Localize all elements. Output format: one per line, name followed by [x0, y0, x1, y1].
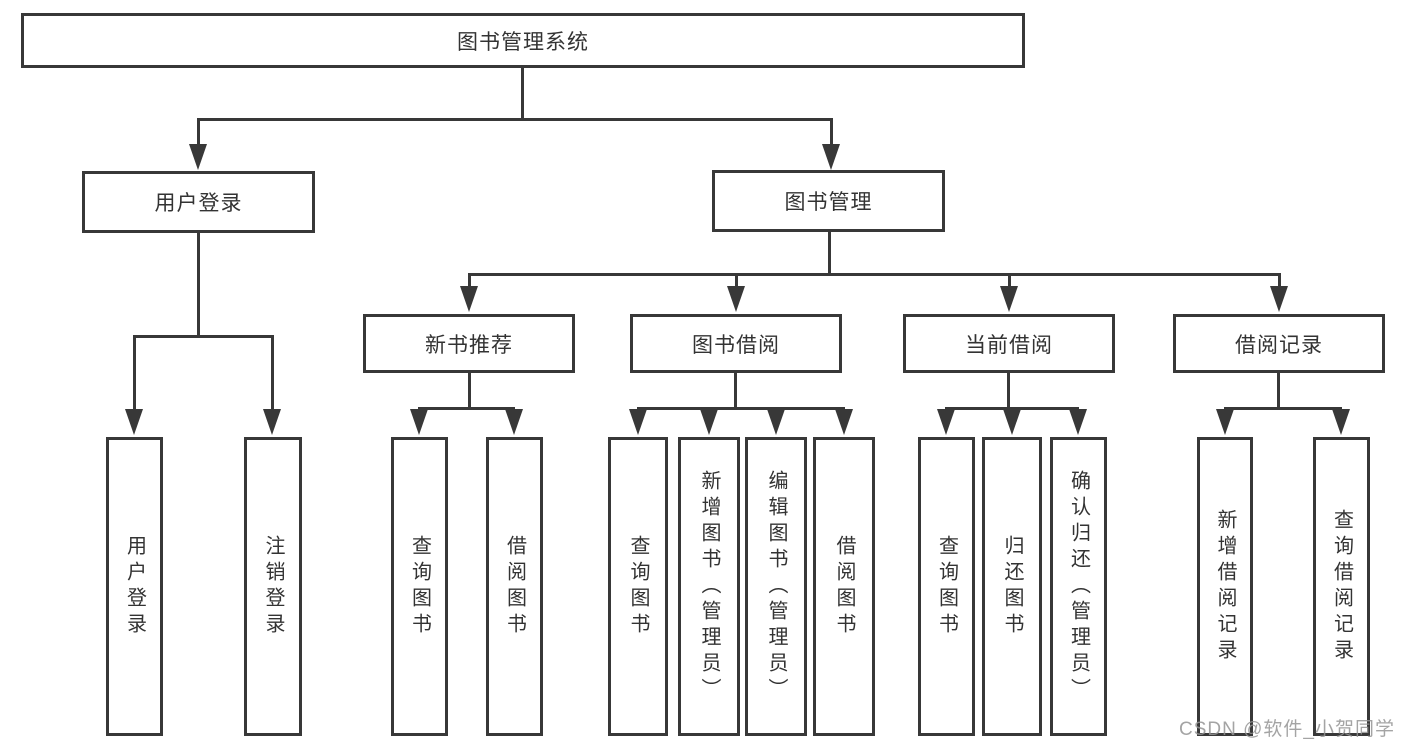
node-book-borrow: 图书借阅	[630, 314, 842, 373]
node-new-book-recommend: 新书推荐	[363, 314, 575, 373]
connector	[830, 118, 833, 152]
leaf-user-login: 用户登录	[106, 437, 163, 736]
connector	[945, 407, 1079, 410]
leaf-current-query-books: 查询图书	[918, 437, 975, 736]
arrow-down-icon	[1003, 409, 1021, 435]
connector	[197, 118, 200, 152]
connector	[1224, 407, 1342, 410]
node-book-management: 图书管理	[712, 170, 945, 232]
connector	[468, 273, 1281, 276]
connector	[521, 68, 524, 118]
arrow-down-icon	[1216, 409, 1234, 435]
leaf-borrow-query-books: 查询图书	[608, 437, 668, 736]
connector	[1278, 273, 1281, 293]
leaf-recommend-borrow-books: 借阅图书	[486, 437, 543, 736]
arrow-down-icon	[1270, 286, 1288, 312]
arrow-down-icon	[1000, 286, 1018, 312]
node-current-borrow: 当前借阅	[903, 314, 1115, 373]
leaf-borrow-edit-books-admin: 编辑图书（管理员）	[745, 437, 807, 736]
arrow-down-icon	[263, 409, 281, 435]
arrow-down-icon	[1069, 409, 1087, 435]
csdn-watermark: CSDN @软件_小贺同学	[1179, 719, 1395, 740]
leaf-records-query-record: 查询借阅记录	[1313, 437, 1370, 736]
arrow-down-icon	[460, 286, 478, 312]
connector	[637, 407, 845, 410]
connector	[828, 232, 831, 273]
connector	[197, 233, 200, 335]
connector	[1008, 273, 1011, 293]
connector	[418, 407, 515, 410]
connector	[734, 373, 737, 407]
leaf-borrow-borrow-books: 借阅图书	[813, 437, 875, 736]
connector	[1277, 373, 1280, 407]
leaf-borrow-add-books-admin: 新增图书（管理员）	[678, 437, 740, 736]
arrow-down-icon	[189, 144, 207, 170]
arrow-down-icon	[767, 409, 785, 435]
connector	[1007, 373, 1010, 407]
node-borrow-records: 借阅记录	[1173, 314, 1385, 373]
connector	[468, 273, 471, 293]
leaf-records-add-record: 新增借阅记录	[1197, 437, 1253, 736]
arrow-down-icon	[937, 409, 955, 435]
connector	[133, 335, 136, 415]
arrow-down-icon	[629, 409, 647, 435]
arrow-down-icon	[700, 409, 718, 435]
connector	[468, 373, 471, 407]
arrow-down-icon	[727, 286, 745, 312]
arrow-down-icon	[410, 409, 428, 435]
node-user-login: 用户登录	[82, 171, 315, 233]
arrow-down-icon	[125, 409, 143, 435]
node-root-system: 图书管理系统	[21, 13, 1025, 68]
leaf-current-confirm-return-admin: 确认归还（管理员）	[1050, 437, 1107, 736]
leaf-current-return-books: 归还图书	[982, 437, 1042, 736]
leaf-recommend-query-books: 查询图书	[391, 437, 448, 736]
arrow-down-icon	[822, 144, 840, 170]
leaf-logout: 注销登录	[244, 437, 302, 736]
arrow-down-icon	[505, 409, 523, 435]
arrow-down-icon	[1332, 409, 1350, 435]
connector	[735, 273, 738, 293]
connector	[271, 335, 274, 415]
connector	[197, 118, 832, 121]
arrow-down-icon	[835, 409, 853, 435]
connector	[133, 335, 273, 338]
